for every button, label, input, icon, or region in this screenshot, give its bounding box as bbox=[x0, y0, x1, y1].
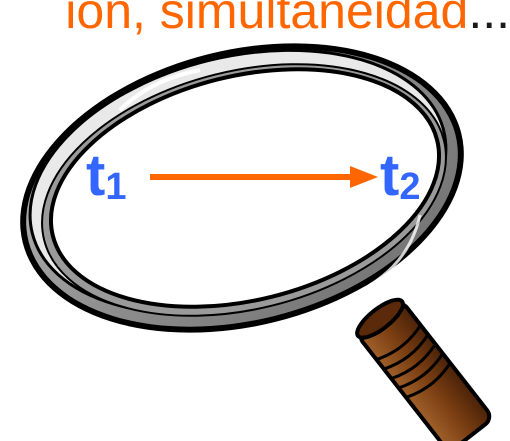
top-banner: ión, simultaneidad... bbox=[0, 0, 510, 41]
banner-text-orange: ión, simultaneidad bbox=[65, 0, 469, 39]
time-arrow bbox=[150, 166, 378, 188]
time-label-t2: t2 bbox=[380, 143, 420, 208]
handle-grip-ridges bbox=[376, 324, 452, 399]
lens-glass bbox=[48, 67, 442, 309]
magnifier-handle bbox=[355, 297, 492, 441]
arrowhead bbox=[350, 166, 378, 188]
time-label-t1: t1 bbox=[86, 143, 126, 208]
banner-text-dark: ... bbox=[468, 0, 510, 39]
banner-text: ión, simultaneidad... bbox=[65, 0, 510, 41]
